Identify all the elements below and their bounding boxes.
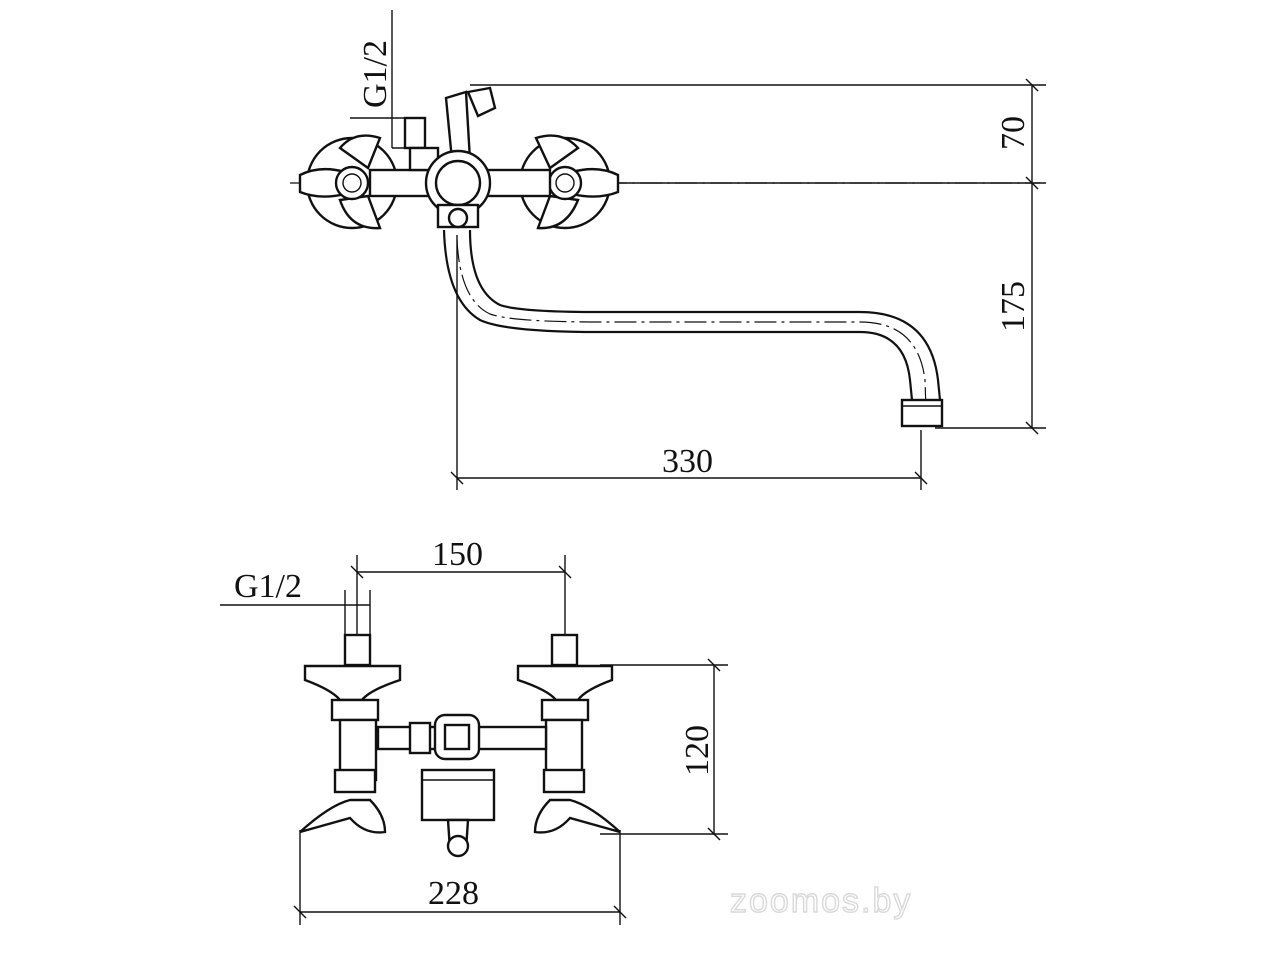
dim-spout-reach: 330 (662, 443, 713, 480)
dim-330-tick-left (450, 471, 464, 485)
central-body-inner (434, 159, 482, 207)
right-valve (516, 633, 621, 834)
dim-150-tick-left (350, 565, 364, 579)
left-valve (299, 633, 402, 834)
left-lever-handle (299, 798, 387, 834)
spout-tube-upper (468, 229, 942, 401)
right-cross-handle (518, 134, 620, 230)
right-lever-handle (533, 798, 621, 834)
spout-tube-lower (442, 229, 914, 401)
dim-228-tick-left (293, 905, 307, 919)
aerator (900, 398, 944, 428)
dim-120-tick-top (707, 658, 721, 672)
side-inlet-label: G1/2 (357, 40, 394, 108)
front-inlet-label: G1/2 (234, 568, 302, 605)
left-escutcheon (303, 664, 402, 702)
central-mixer-inner (443, 723, 471, 751)
dim-150-tick-right (558, 565, 572, 579)
diverter-button-end (446, 834, 470, 858)
spout-nut-center (447, 207, 469, 229)
dim-center-distance: 150 (432, 536, 483, 573)
left-inlet-nipple (343, 633, 372, 667)
dim-228-tick-right (613, 905, 627, 919)
spout-center-line (456, 239, 927, 411)
front-view: G1/2 150 120 228 (220, 536, 728, 925)
left-cross-handle (298, 134, 399, 230)
right-escutcheon (516, 664, 614, 702)
dim-height-top: 70 (995, 116, 1032, 150)
dim-height-bottom: 175 (995, 281, 1032, 332)
left-valve-nut (330, 698, 380, 722)
inlet-nipple (403, 116, 427, 150)
dim-height: 120 (679, 725, 716, 776)
right-inlet-nipple (550, 633, 579, 667)
right-valve-bonnet (542, 768, 586, 794)
cross-pipe-coupling (408, 721, 432, 755)
spout-mount (420, 768, 496, 822)
diverter-knob (466, 86, 497, 118)
left-valve-bonnet (333, 768, 377, 794)
dim-330-tick-right (914, 471, 928, 485)
watermark: zoomos.by (730, 882, 912, 920)
side-view: G1/2 70 175 330 (290, 10, 1046, 490)
dim-tick-bottom (1025, 421, 1039, 435)
dim-overall-width: 228 (428, 875, 479, 912)
dim-120-tick-bottom (707, 827, 721, 841)
dim-tick-top (1025, 78, 1039, 92)
right-valve-nut (540, 698, 590, 722)
